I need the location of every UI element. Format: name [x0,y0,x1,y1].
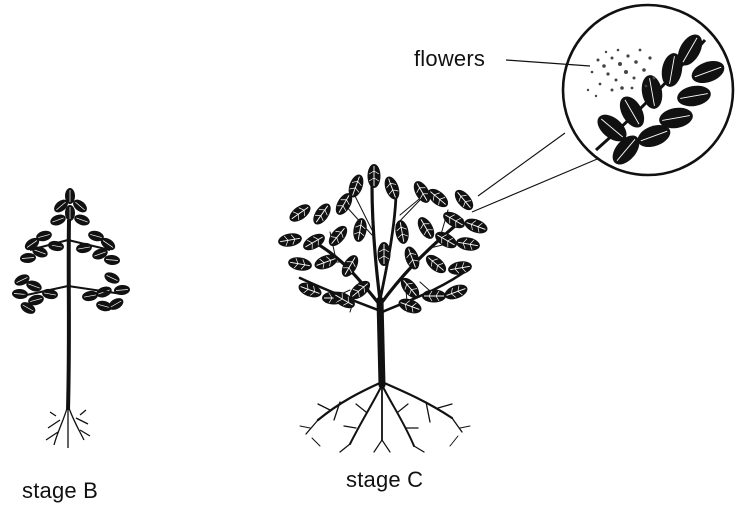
magnified-branch-inset [563,5,733,175]
stage-b-plant [12,188,131,448]
stage-b-roots [46,405,90,448]
stage-b-stem [68,220,69,410]
stage-c-label: stage C [346,467,423,493]
stage-c-leaves [277,164,489,316]
stage-c-roots [300,382,470,452]
stage-c-plant [277,133,602,452]
flowers-label: flowers [414,46,485,72]
stage-b-leaves [12,188,131,316]
stage-b-label: stage B [22,478,98,504]
